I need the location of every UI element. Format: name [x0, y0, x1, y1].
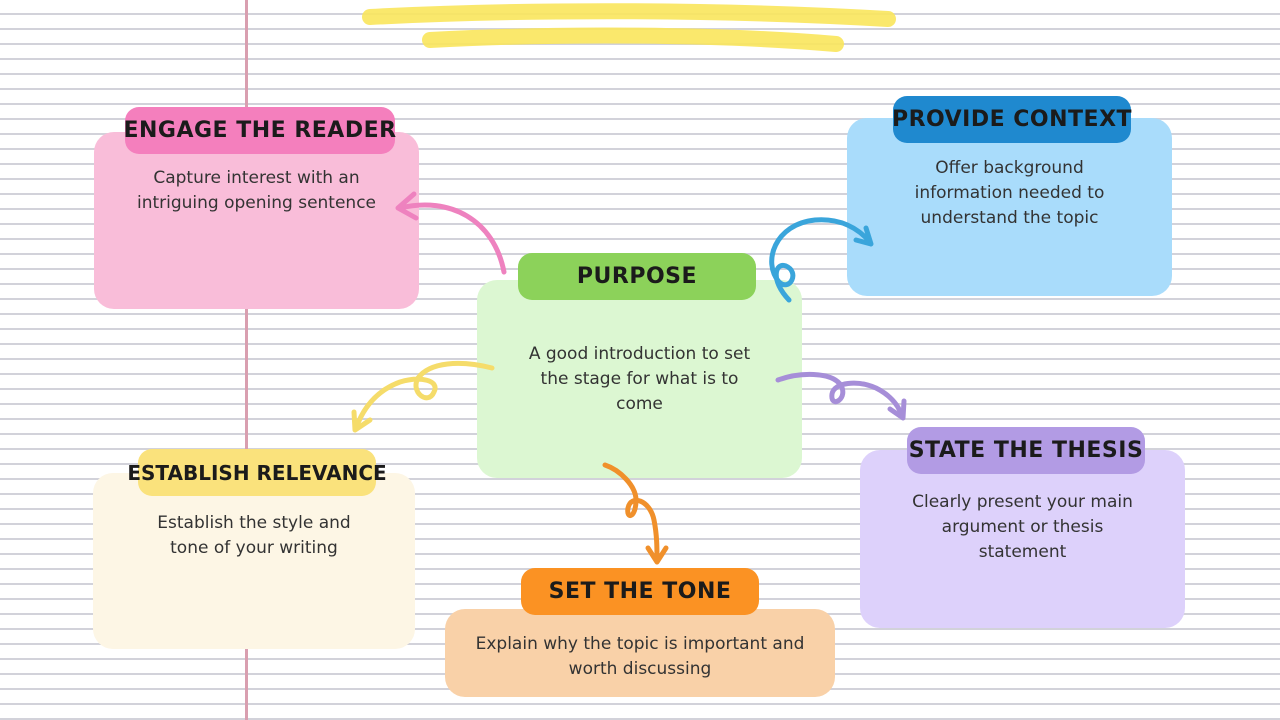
relevance-label: ESTABLISH RELEVANCE — [127, 449, 387, 496]
arrow-to-relevance — [351, 360, 495, 433]
tone-label: SET THE TONE — [521, 568, 759, 615]
thesis-label: STATE THE THESIS — [907, 427, 1145, 474]
purpose-card: A good introduction to set the stage for… — [477, 280, 802, 478]
engage-label: ENGAGE THE READER — [123, 107, 396, 154]
relevance-text: Establish the style and tone of your wri… — [157, 513, 351, 558]
thesis-text: Clearly present your main argument or th… — [912, 492, 1133, 562]
notebook-margin-line — [245, 0, 248, 720]
arrow-to-context — [769, 217, 874, 303]
engage-text: Capture interest with an intriguing open… — [136, 168, 377, 213]
engage-card: Capture interest with an intriguing open… — [94, 132, 419, 309]
arrow-to-tone — [602, 462, 669, 565]
context-label: PROVIDE CONTEXT — [892, 96, 1132, 143]
thesis-card: Clearly present your main argument or th… — [860, 450, 1185, 628]
arrow-to-thesis — [775, 371, 907, 421]
context-card: Offer background information needed to u… — [847, 118, 1172, 296]
purpose-label: PURPOSE — [518, 253, 756, 300]
context-text: Offer background information needed to u… — [914, 158, 1105, 228]
tone-text: Explain why the topic is important and w… — [475, 634, 805, 679]
purpose-text: A good introduction to set the stage for… — [528, 343, 751, 414]
arrow-to-engage — [395, 191, 507, 275]
tone-card: Explain why the topic is important and w… — [445, 609, 835, 697]
relevance-card: Establish the style and tone of your wri… — [93, 473, 415, 649]
